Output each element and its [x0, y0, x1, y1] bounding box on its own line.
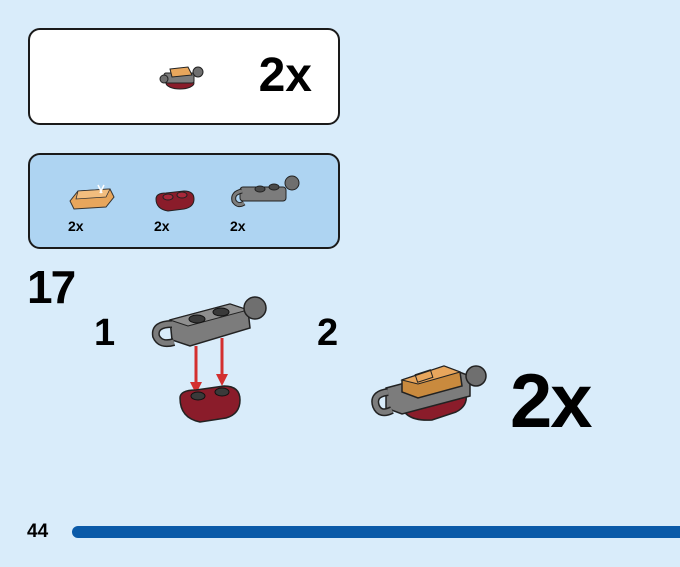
step-number: 17	[27, 261, 76, 313]
substep-2-number: 2	[317, 312, 339, 354]
callout-quantity: 2x	[258, 49, 312, 102]
finished-subassembly-icon	[159, 66, 204, 90]
tan-slope-tile-icon	[69, 184, 115, 210]
dark-red-plate-icon	[155, 190, 195, 212]
gray-clip-ball-plate-icon	[231, 175, 300, 208]
parts-list: 2x 2x 2x	[28, 153, 340, 249]
step-quantity: 2x	[510, 359, 593, 444]
part-quantity: 2x	[154, 218, 170, 234]
substep-2-illustration	[371, 365, 487, 421]
page-number: 44	[27, 521, 49, 542]
part-quantity: 2x	[230, 218, 246, 234]
gray-clip-ball-plate-icon	[151, 296, 267, 348]
page-progress-bar	[72, 526, 680, 538]
substep-1-illustration	[151, 296, 267, 423]
part-quantity: 2x	[68, 218, 84, 234]
insert-arrows	[190, 338, 228, 394]
dark-red-plate-icon	[179, 385, 241, 423]
substep-1-number: 1	[94, 312, 116, 354]
subassembly-callout: 2x	[28, 28, 340, 125]
